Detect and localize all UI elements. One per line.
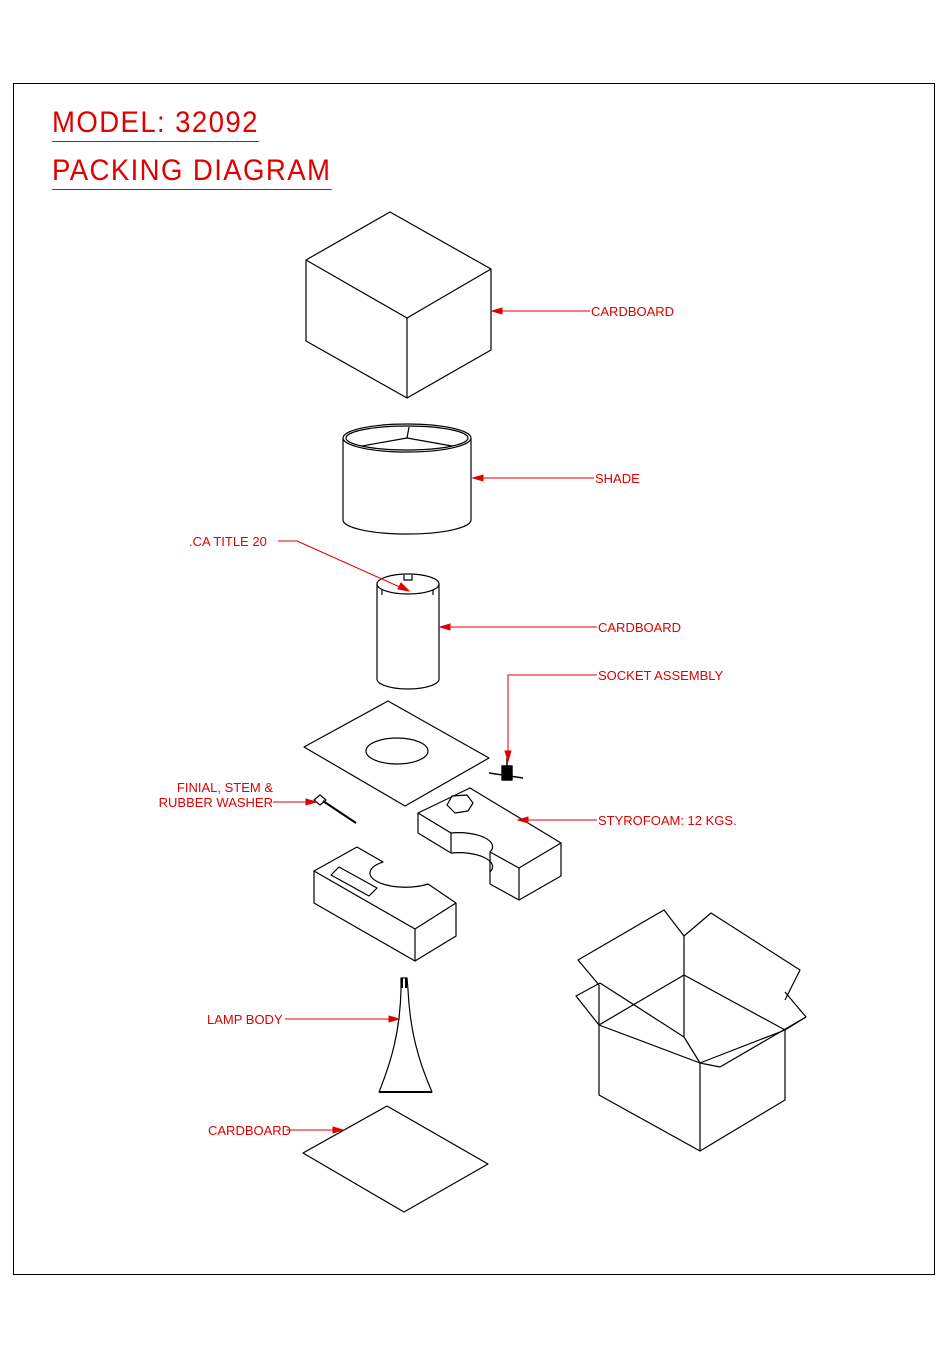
label-cardboard-bottom: CARDBOARD xyxy=(208,1123,291,1138)
lamp-body xyxy=(379,978,432,1092)
leader-lines xyxy=(273,308,597,1133)
label-cardboard-cap: CARDBOARD xyxy=(591,304,674,319)
label-finial-line1: FINIAL, STEM & xyxy=(150,780,273,795)
cardboard-bottom-sheet xyxy=(303,1106,488,1212)
label-shade: SHADE xyxy=(595,471,640,486)
lamp-shade xyxy=(343,424,471,534)
label-socket-assembly: SOCKET ASSEMBLY xyxy=(598,668,723,683)
label-cardboard-tube: CARDBOARD xyxy=(598,620,681,635)
socket-assembly xyxy=(489,758,523,780)
cardboard-sheet-with-hole xyxy=(304,701,489,806)
finial-stem xyxy=(314,795,356,823)
styrofoam-block-left xyxy=(314,847,456,961)
cardboard-cap-box xyxy=(306,212,491,398)
styrofoam-block-right xyxy=(418,788,561,900)
label-lamp-body: LAMP BODY xyxy=(207,1012,283,1027)
label-ca-title: .CA TITLE 20 xyxy=(189,534,267,549)
label-styrofoam: STYROFOAM: 12 KGS. xyxy=(598,813,737,828)
open-shipping-box xyxy=(576,910,806,1151)
label-finial-line2: RUBBER WASHER xyxy=(150,795,273,810)
